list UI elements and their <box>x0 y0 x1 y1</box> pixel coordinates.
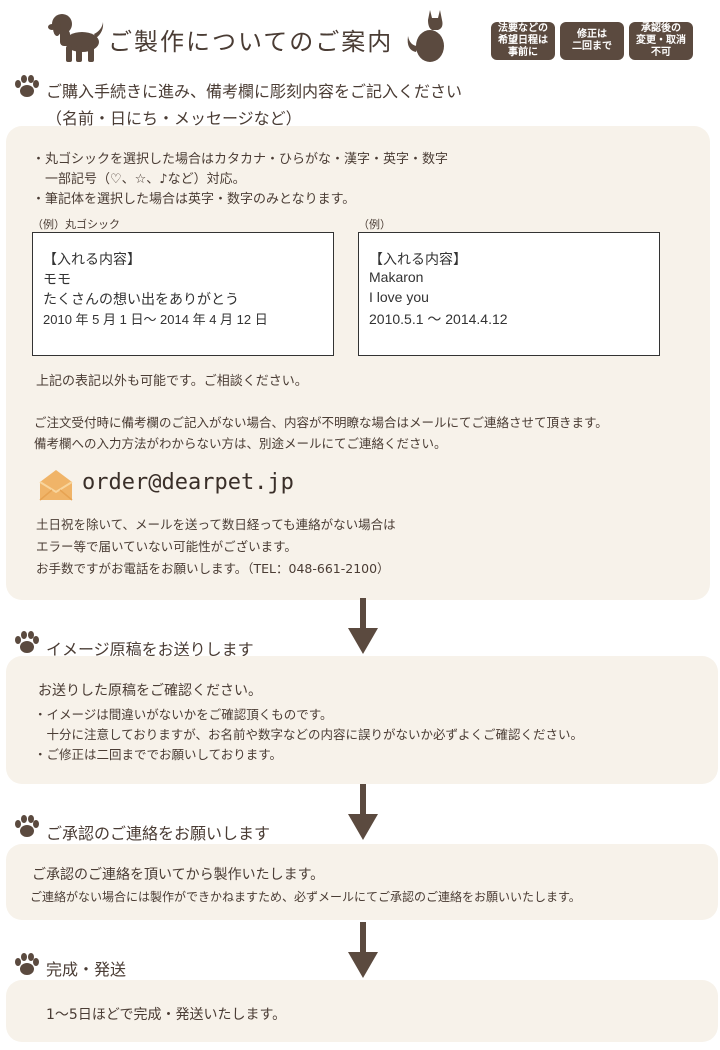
step4-panel <box>6 980 718 1042</box>
example-left-line: たくさんの想い出をありがとう <box>43 291 239 307</box>
paw-icon <box>15 953 39 975</box>
example-left-line: モモ <box>43 271 71 287</box>
step1-panel <box>6 126 710 600</box>
consult-note: 上記の表記以外も可能です。ご相談ください。 <box>36 374 308 389</box>
example-left-line: 【入れる内容】 <box>43 251 141 267</box>
email-link[interactable]: order@dearpet.jp <box>82 470 294 495</box>
example-left-box: 【入れる内容】 モモ たくさんの想い出をありがとう 2010 年 5 月 1 日… <box>32 232 334 356</box>
example-right-caption: （例） <box>358 218 391 231</box>
contact-line-3: お手数ですがお電話をお願いします。（TEL：048-661-2100） <box>36 561 390 576</box>
down-arrow-icon <box>348 922 378 978</box>
badge-schedule: 法要などの 希望日程は 事前に <box>491 22 555 60</box>
step1-title: ご購入手続きに進み、備考欄に彫刻内容をご記入ください <box>46 82 463 101</box>
step4-lead: 1〜5日ほどで完成・発送いたします。 <box>46 1007 287 1023</box>
memo-note-1: ご注文受付時に備考欄のご記入がない場合、内容が不明瞭な場合はメールにてご連絡させ… <box>34 415 608 430</box>
envelope-icon <box>39 470 73 501</box>
cat-silhouette-icon <box>407 10 444 62</box>
step4-title: 完成・発送 <box>46 960 127 979</box>
step3-title: ご承認のご連絡をお願いします <box>46 824 271 843</box>
down-arrow-icon <box>348 784 378 840</box>
step3-line: ご連絡がない場合には製作ができかねますため、必ずメールにてご承認のご連絡をお願い… <box>30 890 581 904</box>
step2-line-3: ・ご修正は二回まででお願いしております。 <box>34 747 283 762</box>
down-arrow-icon <box>348 598 378 654</box>
example-right-line: 2010.5.1 〜 2014.4.12 <box>369 311 508 327</box>
page-title: ご製作についてのご案内 <box>108 28 394 56</box>
step3-panel <box>6 844 718 920</box>
paw-icon <box>15 75 39 97</box>
badge-no-cancel: 承認後の 変更・取消 不可 <box>629 22 693 60</box>
paw-icon <box>15 815 39 837</box>
step2-line-1: ・イメージは間違いがないかをご確認頂くものです。 <box>34 707 333 722</box>
badge-revisions: 修正は 二回まで <box>560 22 624 60</box>
step1-bullet-3: ・筆記体を選択した場合は英字・数字のみとなります。 <box>32 192 356 207</box>
step2-panel <box>6 656 718 784</box>
memo-note-2: 備考欄への入力方法がわからない方は、別途メールにてご連絡ください。 <box>34 436 447 451</box>
dog-silhouette-icon <box>48 14 104 62</box>
example-right-line: 【入れる内容】 <box>369 251 467 267</box>
step3-lead: ご承認のご連絡を頂いてから製作いたします。 <box>32 867 325 883</box>
step2-lead: お送りした原稿をご確認ください。 <box>38 683 262 699</box>
contact-line-2: エラー等で届いていない可能性がございます。 <box>36 539 297 554</box>
example-left-line: 2010 年 5 月 1 日〜 2014 年 4 月 12 日 <box>43 312 268 327</box>
paw-icon <box>15 631 39 653</box>
example-right-line: Makaron <box>369 269 424 285</box>
step2-line-2: 十分に注意しておりますが、お名前や数字などの内容に誤りがないか必ずよくご確認くだ… <box>34 727 584 742</box>
step1-bullet-2: 一部記号（♡、☆、♪など）対応。 <box>32 172 246 187</box>
step1-subtitle: （名前・日にち・メッセージなど） <box>46 109 302 128</box>
contact-line-1: 土日祝を除いて、メールを送って数日経っても連絡がない場合は <box>36 517 396 532</box>
step2-title: イメージ原稿をお送りします <box>46 640 254 659</box>
example-right-line: I love you <box>369 289 429 305</box>
example-right-box: 【入れる内容】 Makaron I love you 2010.5.1 〜 20… <box>358 232 660 356</box>
step1-bullet-1: ・丸ゴシックを選択した場合はカタカナ・ひらがな・漢字・英字・数字 <box>32 152 449 167</box>
example-left-caption: （例）丸ゴシック <box>32 218 120 231</box>
